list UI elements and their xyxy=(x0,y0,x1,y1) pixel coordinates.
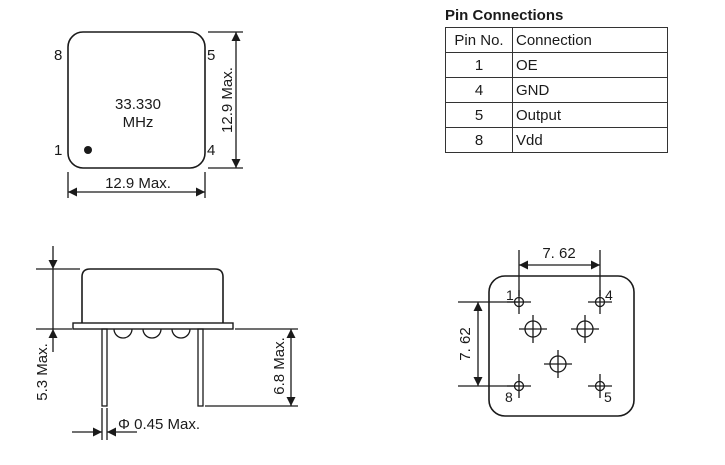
width-dimension-label: 12.9 Max. xyxy=(105,175,171,192)
table-header-row: Pin No. Connection xyxy=(445,27,668,53)
table-row: 1 OE xyxy=(445,52,668,78)
vertical-spacing-label: 7. 62 xyxy=(457,327,474,360)
lead-right xyxy=(197,328,204,407)
top-pin-8: 8 xyxy=(54,47,62,64)
header-pin-no: Pin No. xyxy=(445,27,513,53)
pin1-indicator-dot xyxy=(84,146,92,154)
pin-number-cell: 5 xyxy=(445,102,513,128)
side-view xyxy=(36,246,298,440)
pin-connection-table: Pin No. Connection 1 OE 4 GND 5 Output 8… xyxy=(445,27,668,153)
top-pin-5: 5 xyxy=(207,47,215,64)
glass-bead-3 xyxy=(171,328,191,339)
pin-hole-1 xyxy=(507,290,531,314)
body-height-label: 5.3 Max. xyxy=(34,343,51,401)
pin-hole-4 xyxy=(588,290,612,314)
connection-cell: OE xyxy=(512,52,668,78)
top-view xyxy=(67,31,243,198)
table-row: 8 Vdd xyxy=(445,127,668,153)
base-flange xyxy=(72,322,234,330)
glass-bead-2 xyxy=(142,328,162,339)
standoff-bottom xyxy=(544,350,572,378)
pin-number-cell: 4 xyxy=(445,77,513,103)
bottom-view xyxy=(458,250,635,417)
table-row: 4 GND xyxy=(445,77,668,103)
standoff-right xyxy=(571,315,599,343)
package-outline-bottom xyxy=(488,275,635,417)
pin-number-cell: 1 xyxy=(445,52,513,78)
lead-diameter-label: Φ 0.45 Max. xyxy=(118,416,200,433)
frequency-unit: MHz xyxy=(123,114,154,131)
frequency-label: 33.330 xyxy=(115,96,161,113)
top-pin-4: 4 xyxy=(207,142,215,159)
standoff-left xyxy=(519,315,547,343)
bottom-pin-4: 4 xyxy=(605,287,613,303)
pin-hole-5 xyxy=(588,374,612,398)
connection-cell: GND xyxy=(512,77,668,103)
lead-left xyxy=(101,328,108,407)
pin-number-cell: 8 xyxy=(445,127,513,153)
package-outline-top xyxy=(67,31,206,169)
connection-cell: Output xyxy=(512,102,668,128)
header-connection: Connection xyxy=(512,27,668,53)
height-dimension-label: 12.9 Max. xyxy=(219,67,236,133)
top-pin-1: 1 xyxy=(54,142,62,159)
bottom-pin-5: 5 xyxy=(604,389,612,405)
table-row: 5 Output xyxy=(445,102,668,128)
bottom-pin-8: 8 xyxy=(505,389,513,405)
bottom-pin-1: 1 xyxy=(506,287,514,303)
pin-hole-8 xyxy=(507,374,531,398)
lead-length-label: 6.8 Max. xyxy=(271,337,288,395)
connection-cell: Vdd xyxy=(512,127,668,153)
can-body xyxy=(81,268,224,323)
pin-table-title: Pin Connections xyxy=(445,7,564,24)
glass-bead-1 xyxy=(113,328,133,339)
horizontal-spacing-label: 7. 62 xyxy=(542,245,575,262)
